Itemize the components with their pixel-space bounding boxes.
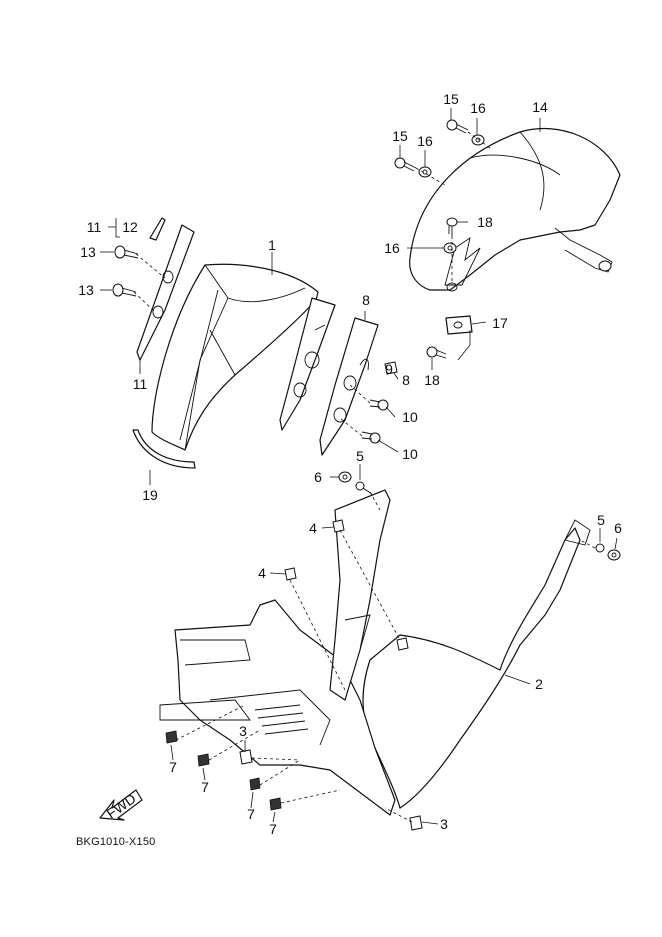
callout-7-a: 7	[169, 759, 177, 775]
bolt-10-lower	[361, 431, 381, 444]
clip-7-c	[249, 777, 261, 791]
part-8-panel-outer	[319, 317, 379, 456]
callout-3-left: 3	[239, 723, 247, 739]
callout-11-bottom: 11	[133, 376, 148, 392]
nut-16-middle	[418, 166, 432, 178]
callout-9: 9	[385, 361, 393, 377]
catalog-code: BKG1010-X150	[76, 836, 156, 848]
callout-7-c: 7	[247, 806, 255, 822]
callout-4-lower: 4	[258, 565, 266, 581]
callout-8-side: 8	[402, 372, 410, 388]
callout-15-lower: 15	[392, 128, 408, 144]
callout-2: 2	[535, 676, 543, 692]
hardware	[112, 119, 621, 831]
part-11-side-panel-left	[136, 224, 195, 361]
callout-18-upper: 18	[477, 214, 493, 230]
callout-5-right: 5	[597, 512, 605, 528]
callout-4-upper: 4	[309, 520, 317, 536]
callout-19: 19	[142, 487, 158, 503]
screw-5-center	[355, 481, 373, 495]
clip-9	[384, 361, 398, 375]
callout-14: 14	[532, 99, 548, 115]
bolt-15-lower	[394, 157, 417, 172]
bolt-15-upper	[446, 119, 469, 134]
callout-10-lower: 10	[402, 446, 418, 462]
callout-13-lower: 13	[78, 282, 94, 298]
part-8-panel-inner	[279, 297, 336, 431]
screw-13-upper	[114, 245, 139, 259]
bolt-10-upper	[369, 399, 389, 411]
callout-7-d: 7	[269, 821, 277, 837]
part-2-lower-cover	[159, 489, 591, 816]
callout-8-top: 8	[362, 292, 370, 308]
callout-12: 12	[122, 219, 138, 235]
part-14-rear-fender	[409, 127, 621, 292]
callout-10-upper: 10	[402, 409, 418, 425]
part-1-front-cowl	[151, 263, 319, 451]
screw-13-lower	[112, 283, 137, 297]
clip-7-b	[197, 753, 210, 767]
fwd-arrow-icon: FWD	[99, 789, 143, 822]
clip-7-d	[269, 797, 282, 811]
clip-4-remote	[396, 637, 409, 651]
callout-13-upper: 13	[80, 244, 96, 260]
part-17-bracket	[445, 315, 473, 361]
callout-1: 1	[268, 237, 276, 253]
assembly-lines	[133, 131, 596, 823]
callout-5-center: 5	[356, 448, 364, 464]
clip-3-right	[409, 815, 423, 831]
callout-16-lower: 16	[384, 240, 400, 256]
callout-18-lower: 18	[424, 372, 440, 388]
callout-17: 17	[492, 315, 508, 331]
clip-3-left	[239, 749, 253, 765]
clip-4-upper	[332, 519, 345, 533]
callout-7-b: 7	[201, 779, 209, 795]
callout-6-right: 6	[614, 520, 622, 536]
nut-6-center	[338, 471, 352, 483]
callout-15-upper: 15	[443, 91, 459, 107]
callout-16-middle: 16	[417, 133, 433, 149]
nut-6-right	[607, 549, 621, 561]
part-19-lower-lip	[132, 429, 196, 469]
clip-4-lower	[284, 567, 297, 581]
part-12-trim-strip	[149, 217, 166, 241]
callout-3-right: 3	[440, 816, 448, 832]
clip-7-a	[165, 730, 178, 744]
callout-6-center: 6	[314, 469, 322, 485]
leader-lines	[100, 108, 618, 825]
callout-11-top: 11	[87, 219, 102, 235]
callouts: 1 2 3 3 4 4 5 5 6 6 7 7 7 7 8 8 9 10 10 …	[78, 91, 622, 837]
bolt-18-lower	[426, 346, 447, 359]
nut-16-lower	[443, 242, 457, 254]
screw-5-right	[595, 543, 605, 553]
callout-16-upper: 16	[470, 100, 486, 116]
